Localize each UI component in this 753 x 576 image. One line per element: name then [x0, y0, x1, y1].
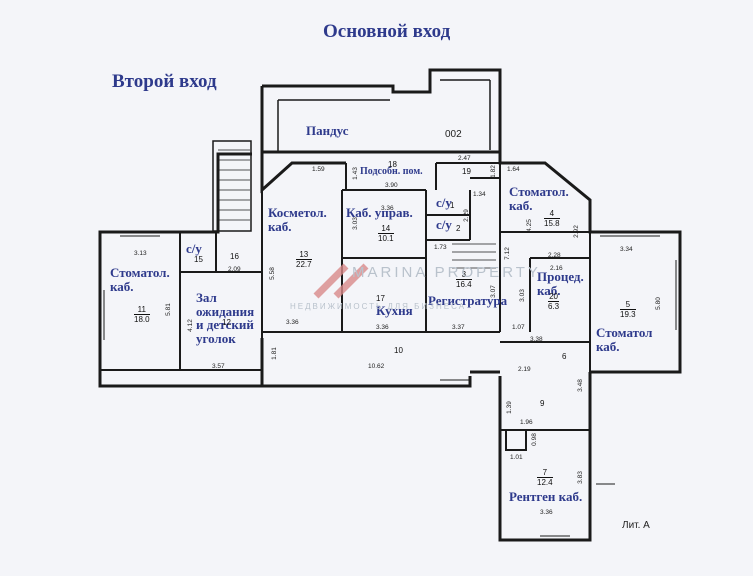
room-tag: 10	[394, 346, 403, 355]
dimension-label: 1.82	[489, 165, 497, 178]
dental-room-left-label: Стоматол. каб.	[110, 265, 170, 294]
room-tag: 9	[540, 399, 545, 408]
code-002-label: 002	[445, 129, 462, 140]
dimension-label: 1.96	[520, 419, 533, 426]
dimension-label: 1.01	[510, 454, 523, 461]
room-number: 17	[376, 294, 385, 303]
dimension-label: 1.59	[312, 166, 325, 173]
main-entrance-label: Основной вход	[323, 21, 451, 42]
watermark-tagline: НЕДВИЖИМОСТЬ ДЛЯ БИЗНЕСА	[290, 302, 467, 311]
dimension-label: 3.34	[620, 246, 633, 253]
room-tag: 15	[194, 255, 203, 264]
dimension-label: 3.57	[212, 363, 225, 370]
dimension-label: 1.07	[512, 324, 525, 331]
dimension-label: 3.36	[540, 509, 553, 516]
dimension-label: 2.29	[462, 209, 470, 222]
room-tag: 16	[230, 252, 239, 261]
dimension-label: 2.16	[550, 265, 563, 272]
dimension-label: 0.98	[530, 433, 538, 446]
dimension-label: 3.13	[134, 250, 147, 257]
reception-label: Регистратура	[428, 293, 508, 308]
dimension-label: 3.48	[576, 379, 584, 392]
wc-top-label: с/у	[436, 195, 452, 210]
dimension-label: 3.36	[286, 319, 299, 326]
stair-left	[212, 140, 252, 232]
dimension-label: 1.81	[270, 347, 278, 360]
second-entrance-label: Второй вход	[112, 71, 217, 92]
ramp-label: Пандус	[306, 123, 349, 138]
room-tag: 1	[450, 201, 455, 210]
wc-bottom-label: с/у	[436, 217, 452, 232]
ramp-outline	[260, 68, 502, 154]
dimension-label: 2.92	[572, 225, 580, 238]
dimension-label: 3.03	[518, 289, 526, 302]
dental-room-right-label: Стоматол каб.	[596, 325, 653, 354]
dimension-label: 1.64	[507, 166, 520, 173]
dimension-label: 1.39	[505, 401, 513, 414]
manager-office-label: Каб. управ.	[346, 205, 413, 220]
room-tag: 19	[462, 167, 471, 176]
dimension-label: 1.73	[434, 244, 447, 251]
xray-room-label: Рентген каб.	[509, 489, 583, 504]
dimension-label: 5.81	[164, 303, 172, 316]
dimension-label: 1.34	[473, 191, 486, 198]
dimension-label: 1.43	[351, 167, 359, 180]
dimension-label: 10.62	[368, 363, 385, 370]
dimension-label: 3.38	[530, 336, 543, 343]
kitchen-label: Кухня	[376, 303, 413, 318]
watermark-brand: MARINA PROPERTY	[352, 264, 541, 281]
dimension-label: 5.80	[654, 297, 662, 310]
procedure-room-label: Процед. каб.	[537, 269, 584, 298]
dimension-label: 3.37	[452, 324, 465, 331]
dimension-label: 2.28	[548, 252, 561, 259]
dimension-label: 3.07	[489, 285, 497, 298]
dimension-label: 3.83	[576, 471, 584, 484]
dimension-label: 3.36	[376, 324, 389, 331]
dimension-label: 2.09	[228, 266, 241, 273]
dimension-label: 3.90	[385, 182, 398, 189]
dimension-label: 3.03	[351, 217, 359, 230]
waiting-area-label: Зал ожидания и детский уголок	[196, 290, 255, 346]
building-letter-label: Лит. А	[622, 520, 650, 531]
wc-left-label: с/у	[186, 241, 202, 256]
cosmetology-room-label: Косметол. каб.	[268, 205, 327, 234]
dimension-label: 3.36	[381, 205, 394, 212]
room-number: 12	[222, 318, 231, 327]
utility-room-label: Подсобн. пом.	[360, 166, 423, 177]
dimension-label: 7.12	[503, 247, 511, 260]
room-tag: 18	[388, 160, 397, 169]
watermark-logo-mark	[313, 263, 369, 299]
room-tag: 2	[456, 224, 461, 233]
dimension-label: 4.25	[525, 219, 533, 232]
dimension-label: 5.58	[268, 267, 276, 280]
dental-room-top-right-label: Стоматол. каб.	[509, 184, 569, 213]
dimension-label: 2.47	[458, 155, 471, 162]
room-tag: 6	[562, 352, 567, 361]
dimension-label: 4.12	[186, 319, 194, 332]
dimension-label: 2.19	[518, 366, 531, 373]
